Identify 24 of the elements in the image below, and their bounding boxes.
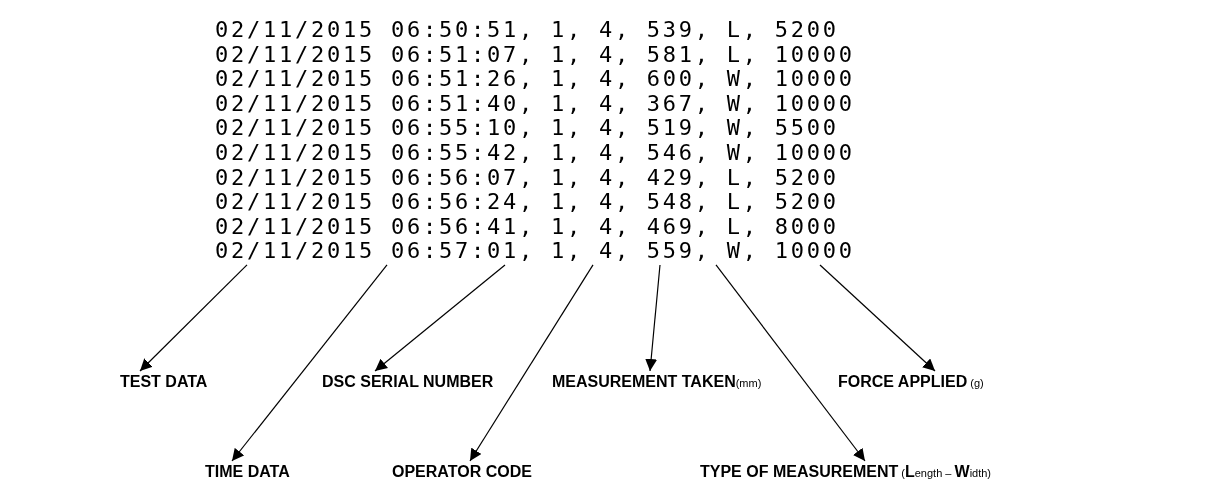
data-record-line: 02/11/2015 06:51:40, 1, 4, 367, W, 10000 [215,91,855,117]
leader-arrow [374,264,506,372]
data-record-line: 02/11/2015 06:56:07, 1, 4, 429, L, 5200 [215,165,839,191]
leader-arrow [469,264,594,462]
field-label: TYPE OF MEASUREMENT (Length – Width) [700,462,992,482]
field-label: TEST DATA [120,372,208,392]
data-record-line: 02/11/2015 06:57:01, 1, 4, 559, W, 10000 [215,239,855,264]
leader-arrow [231,264,388,462]
data-record-line: 02/11/2015 06:51:07, 1, 4, 581, L, 10000 [215,42,855,68]
data-record-line: 02/11/2015 06:55:42, 1, 4, 546, W, 10000 [215,140,855,166]
field-label: MEASUREMENT TAKEN(mm) [552,372,762,392]
leader-arrow [819,264,936,372]
field-label: TIME DATA [205,462,290,482]
leader-arrow [645,264,661,372]
field-label: DSC SERIAL NUMBER [322,372,494,392]
data-record-line: 02/11/2015 06:50:51, 1, 4, 539, L, 5200 [215,18,839,43]
leader-arrow [715,264,866,462]
data-record-line: 02/11/2015 06:56:41, 1, 4, 469, L, 8000 [215,214,839,240]
data-record-line: 02/11/2015 06:55:10, 1, 4, 519, W, 5500 [215,116,839,141]
data-record-line: 02/11/2015 06:51:26, 1, 4, 600, W, 10000 [215,67,855,92]
field-label: OPERATOR CODE [392,462,532,482]
field-label: FORCE APPLIED (g) [838,372,984,392]
data-record-line: 02/11/2015 06:56:24, 1, 4, 548, L, 5200 [215,190,839,215]
leader-arrow [139,264,248,372]
